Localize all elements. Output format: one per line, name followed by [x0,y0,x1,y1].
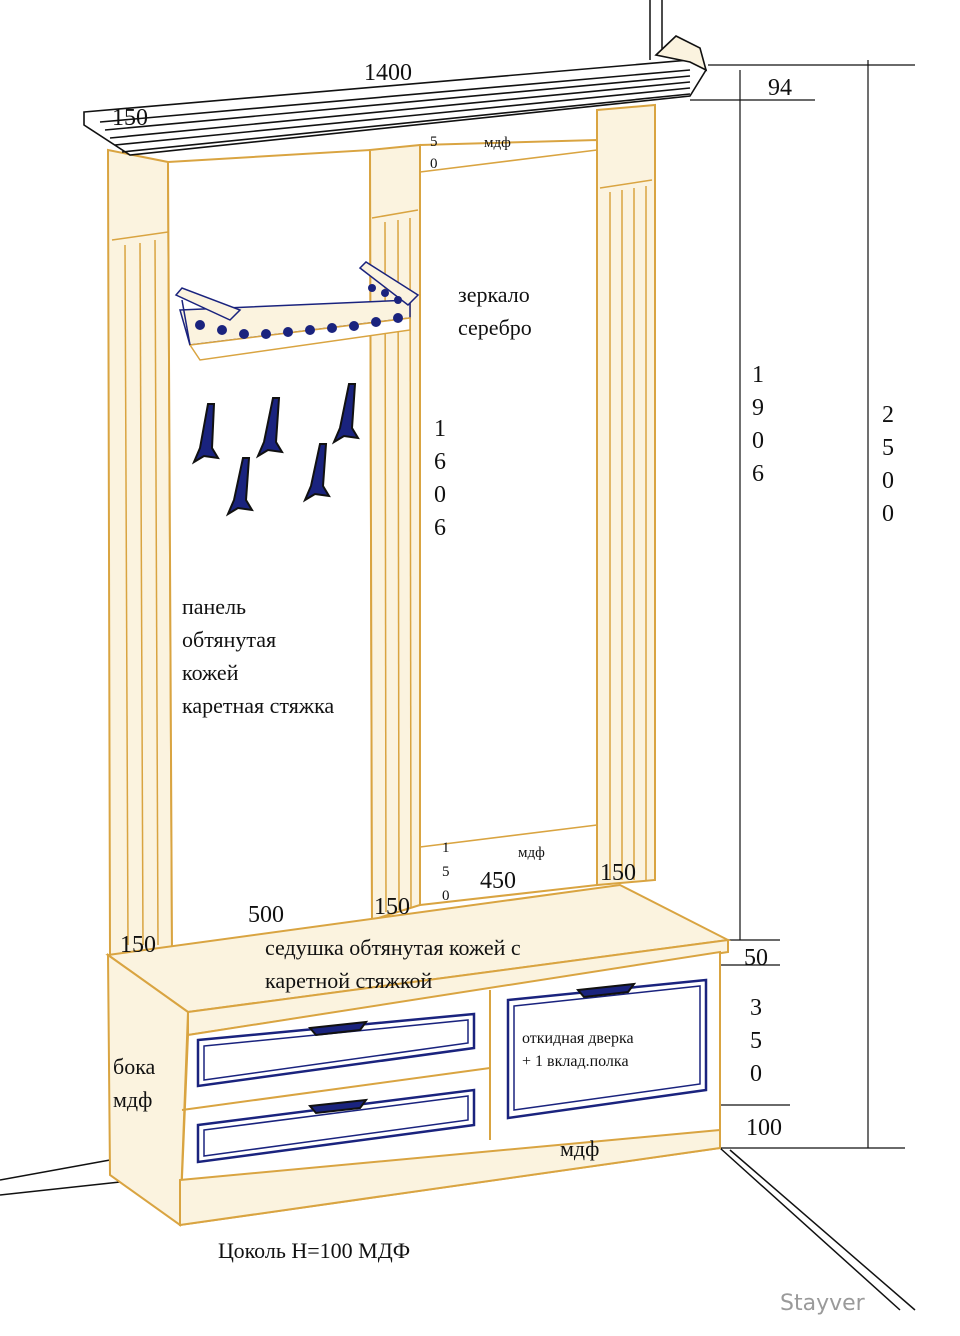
annotations: зеркало серебро панель обтянутая кожей к… [113,135,866,1316]
dim-cabinet-3: 0 [750,1061,762,1087]
wall-lines [0,0,916,1311]
dim-right-post: 150 [600,860,636,886]
right-post [596,103,656,887]
door-label: откидная дверка [522,1030,634,1047]
hook-icon [302,443,331,503]
dim-mid-post: 150 [374,894,410,920]
dim-mdf-top-2: 0 [430,156,438,172]
dim-cabinet-2: 5 [750,1028,762,1054]
dim-panel-width: 500 [248,902,284,928]
sides-label-2: мдф [113,1087,152,1112]
watermark: Stayver [780,1291,866,1316]
middle-post [368,143,421,922]
dimension-values: 1400 150 94 1 9 0 6 2 5 0 0 1 6 0 6 5 0 … [112,60,894,1141]
door-handle-icon [576,982,637,999]
dim-mdf-bottom-3: 0 [442,888,450,904]
dim-left-post: 150 [120,932,156,958]
seat-cabinet [105,883,732,1227]
dim-plinth-height: 100 [746,1115,782,1141]
panel-label: панель [182,594,246,619]
drawer-handle-icon [308,1098,369,1115]
dim-cornice-height: 94 [768,75,792,101]
hook-icon [255,397,284,459]
dim-mirror-height-2: 6 [434,449,446,475]
dim-mdf-bottom-1: 1 [442,840,450,856]
post-fluting [111,149,653,946]
handles [308,982,637,1115]
dim-mirror-height-4: 6 [434,515,446,541]
dim-mdf-top-1: 5 [430,134,438,150]
hook-icon [331,383,360,445]
seat-label-2: каретной стяжкой [265,968,433,993]
mdf-mid-label: мдф [518,845,545,861]
plinth-front [179,1128,721,1227]
panel-label-3: кожей [182,660,239,685]
dim-mirror-width: 450 [480,868,516,894]
dim-cabinet-1: 3 [750,995,762,1021]
dim-mdf-bottom-2: 5 [442,864,450,880]
dimension-lines [690,60,915,1149]
fold-door [506,978,708,1120]
dim-height-total-1: 2 [882,402,894,428]
wardrobe-body [106,103,656,957]
panel-label-4: каретная стяжка [182,693,334,718]
dim-width-total: 1400 [364,60,412,86]
drawer-fronts [196,978,708,1164]
panel-label-2: обтянутая [182,627,276,652]
mirror-label: зеркало [458,282,530,307]
hook-icon [191,403,220,465]
hook-icon [225,457,254,517]
mdf-base-label: мдф [560,1136,599,1161]
dim-height-total-2: 5 [882,435,894,461]
dim-height-total-3: 0 [882,468,894,494]
dim-cornice-left: 150 [112,105,148,131]
mirror-panel [419,138,598,907]
leather-panel [166,148,374,952]
dim-height-upper-3: 0 [752,428,764,454]
dim-height-upper-1: 1 [752,362,764,388]
dim-height-upper-4: 6 [752,461,764,487]
coat-hooks [191,383,360,517]
drawer-bottom [196,1088,476,1164]
seat-label: седушка обтянутая кожей с [265,935,521,960]
mirror-label-2: серебро [458,315,532,340]
door-label-2: + 1 вклад.полка [522,1053,629,1070]
dim-height-total-4: 0 [882,501,894,527]
sides-label: бока [113,1054,156,1079]
dim-seat-thickness: 50 [744,945,768,971]
dim-mirror-height-3: 0 [434,482,446,508]
drawer-handle-icon [308,1020,369,1037]
cornice [83,35,708,156]
dim-height-upper-2: 9 [752,395,764,421]
dim-mirror-height-1: 1 [434,416,446,442]
mdf-top-label: мдф [484,135,511,151]
hat-shelf-rail [195,284,403,339]
plinth-label: Цоколь Н=100 МДФ [218,1238,410,1263]
drawer-top [196,1012,476,1088]
